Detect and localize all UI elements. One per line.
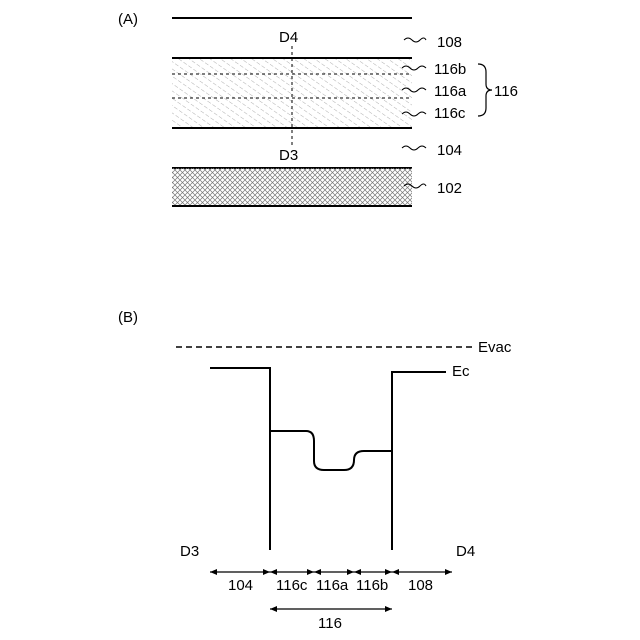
region-label-104: 104 [228,577,253,594]
cut-label-d3: D3 [279,147,298,164]
ref-116b: 116b [434,61,466,78]
evac-label: Evac [478,339,512,356]
panel-b: (B) Evac Ec D3 D4 104 116c 116a 116b 108… [118,309,512,632]
span-label-116: 116 [318,615,342,632]
ec-band-profile [210,368,446,550]
ref-102: 102 [437,180,462,197]
end-label-d4: D4 [456,543,475,560]
substrate-102-fill [172,168,412,206]
brace-116 [478,64,492,116]
cut-label-d4: D4 [279,29,298,46]
ref-116c: 116c [434,105,466,122]
ref-104: 104 [437,142,462,159]
region-label-116b: 116b [356,577,388,594]
ref-108: 108 [437,34,462,51]
ec-label: Ec [452,363,470,380]
panel-a-label: (A) [118,11,138,28]
region-label-116c: 116c [276,577,308,594]
region-label-116a: 116a [316,577,349,594]
panel-b-label: (B) [118,309,138,326]
panel-a: (A) D4 D3 108 116b 116a 116c 116 104 [118,11,518,206]
ref-116: 116 [494,83,518,100]
region-label-108: 108 [408,577,433,594]
leader-108 [404,38,426,42]
ref-116a: 116a [434,83,467,100]
end-label-d3: D3 [180,543,199,560]
leader-104 [402,146,426,150]
layer-116-fill [172,58,412,128]
